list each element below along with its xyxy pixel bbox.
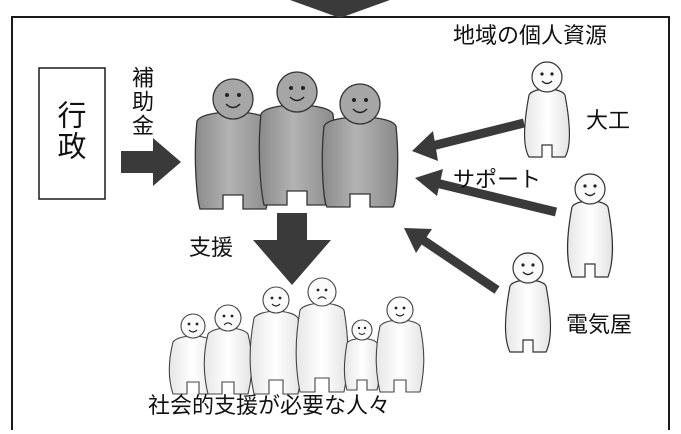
person-icon	[566, 173, 614, 278]
support-arrow-carpenter	[426, 118, 526, 152]
resource-people	[504, 61, 614, 353]
person-icon	[375, 296, 425, 393]
left-arrow-icon	[412, 131, 438, 161]
center-people	[194, 71, 399, 210]
person-icon	[523, 61, 571, 158]
people-in-need-label: 社会的支援が必要な人々	[148, 394, 391, 419]
assistance-arrow-icon	[253, 213, 331, 285]
carpenter-label: 大工	[586, 109, 631, 134]
person-icon	[249, 286, 303, 395]
person-icon	[321, 83, 399, 208]
assistance-label: 支援	[189, 236, 234, 261]
local-resources-label: 地域の個人資源	[453, 24, 608, 49]
support-label: サポート	[453, 168, 542, 193]
person-icon	[295, 277, 349, 393]
subsidy-arrow-icon	[121, 138, 181, 186]
government-label: 行政	[53, 100, 87, 162]
subsidy-label: 補助金	[128, 66, 153, 138]
support-arrow-helper	[430, 177, 558, 217]
support-arrows	[404, 118, 558, 294]
person-icon	[504, 252, 552, 353]
people-in-need	[168, 277, 425, 395]
left-arrow-icon	[415, 169, 443, 196]
electrician-label: 電気屋	[566, 313, 633, 338]
person-icon	[194, 78, 272, 210]
top-arrow-icon	[290, 0, 390, 18]
person-icon	[203, 304, 253, 395]
support-arrow-electrician	[417, 234, 500, 294]
government-box	[38, 67, 106, 200]
left-arrow-icon	[404, 228, 432, 253]
person-icon	[343, 319, 381, 391]
